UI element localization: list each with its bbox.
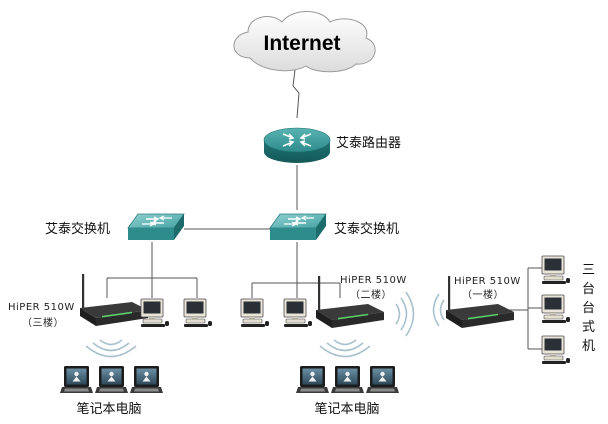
laptop-icon [296,366,329,393]
laptop-icon [366,366,399,393]
wireless-signal-left-icon [432,293,445,327]
wireless-signal-icon [85,339,137,358]
desktop-pc-icon [240,298,270,328]
ap-first-model-label: HiPER 510W [454,276,521,287]
connection-lines [106,69,542,350]
laptop-icon [130,366,163,393]
svg-text:式: 式 [582,320,595,335]
ap-first-floor-label: （一楼） [462,288,504,301]
switch-right-label: 艾泰交换机 [334,221,399,237]
laptops-left-label: 笔记本电脑 [76,401,141,417]
svg-text:机: 机 [582,339,595,354]
ap-third-model-label: HiPER 510W [8,302,75,313]
desktop-pc-icon [541,294,571,324]
wireless-signal-icon [319,339,371,358]
switch-left-label: 艾泰交换机 [45,221,110,237]
ap-third-floor-icon [80,274,148,326]
svg-text:台: 台 [582,301,595,316]
ap-second-floor-label: （二楼） [350,288,392,301]
desktop-pc-icon [283,298,313,328]
desktops-label: 三 台 台 式 机 [582,263,595,354]
ap-second-model-label: HiPER 510W [340,275,407,286]
desktop-pc-icon [140,298,170,328]
switch-left-icon [127,213,185,241]
router-label: 艾泰路由器 [336,135,401,151]
laptop-icon [60,366,93,393]
ap-third-floor-label: （三楼） [22,316,64,329]
internet-cloud: Internet [233,11,376,73]
internet-label: Internet [263,32,340,55]
laptop-icon [331,366,364,393]
laptop-icon [95,366,128,393]
router-icon [263,127,331,163]
svg-text:台: 台 [582,282,595,297]
desktop-pc-icon [541,335,571,365]
switch-right-icon [269,213,327,241]
desktop-pc-icon [183,298,213,328]
wireless-signal-right-icon [395,291,415,337]
svg-text:三: 三 [582,263,595,278]
laptops-right-label: 笔记本电脑 [314,401,379,417]
desktop-pc-icon [541,255,571,285]
